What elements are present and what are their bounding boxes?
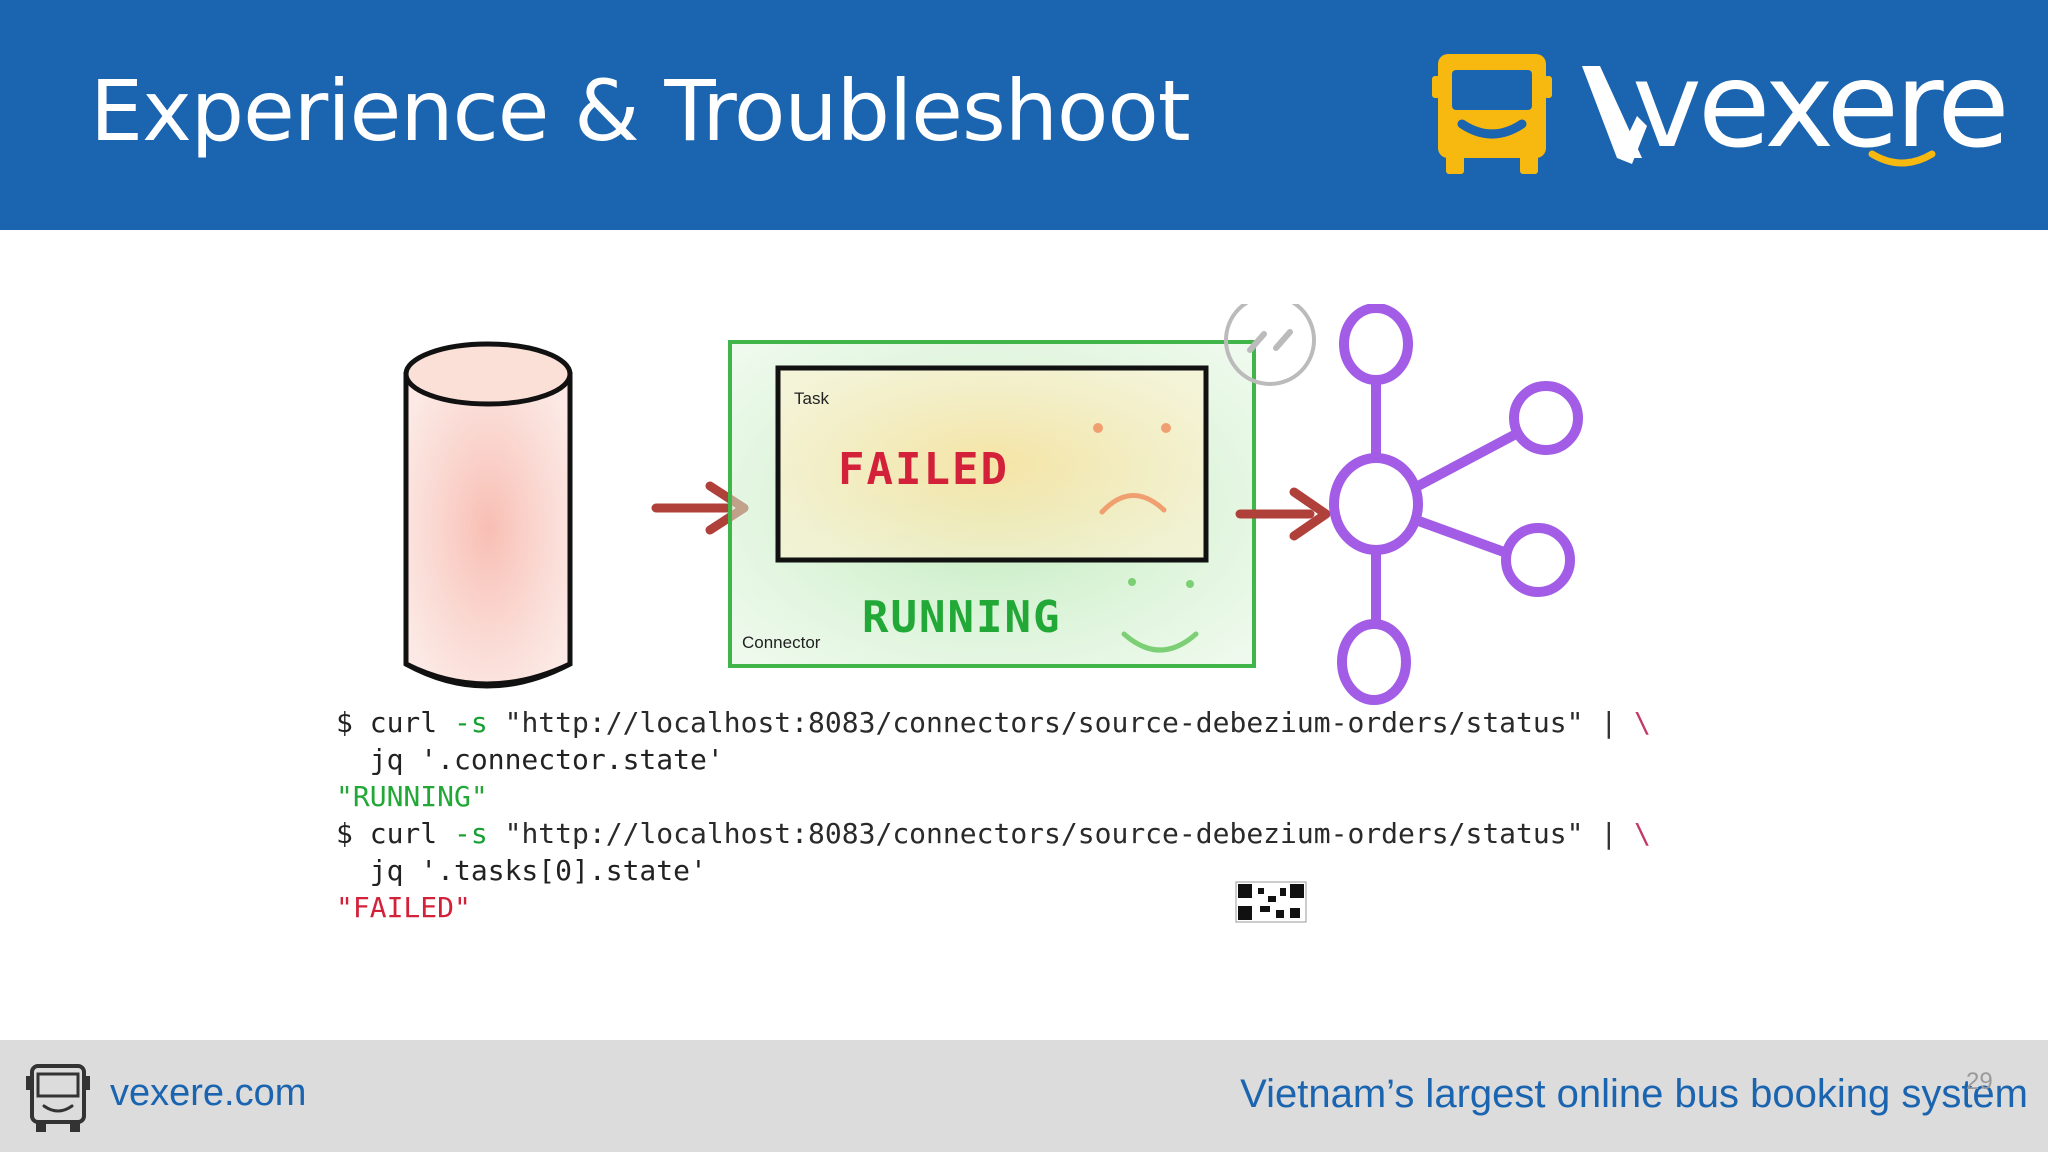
sad-face-icon — [1093, 423, 1171, 515]
task-box — [775, 365, 1209, 563]
code-line-6: "FAILED" — [336, 891, 471, 924]
terminal-code-block: $ curl -s "http://localhost:8083/connect… — [336, 704, 1651, 926]
code-line-3: "RUNNING" — [336, 780, 488, 813]
task-label: Task — [794, 389, 829, 408]
code-line-4: $ curl -s "http://localhost:8083/connect… — [336, 817, 1651, 850]
code-line-1: $ curl -s "http://localhost:8083/connect… — [336, 706, 1651, 739]
bus-logo-icon — [1432, 54, 1552, 174]
vexere-logo: vexere — [1432, 46, 2010, 174]
logo-wordmark: vexere — [1632, 46, 2006, 174]
kafka-connect-diagram: Task FAILED Connector RUNNING — [324, 294, 1648, 930]
code-line-2: jq '.connector.state' — [336, 743, 724, 776]
arrow-right-icon — [1235, 487, 1331, 541]
slide-header: Experience & Troubleshoot vexere — [0, 0, 2048, 230]
connector-state: RUNNING — [862, 592, 1061, 643]
code-line-5: jq '.tasks[0].state' — [336, 854, 707, 887]
page-number: 29 — [1966, 1068, 1993, 1095]
kafka-logo-icon — [1329, 303, 1583, 705]
task-state: FAILED — [838, 444, 1009, 495]
qr-code-icon — [1235, 881, 1307, 923]
footer-tagline: Vietnam’s largest online bus booking sys… — [1240, 1072, 2028, 1116]
smiley-face-icon — [1121, 578, 1199, 653]
bus-outline-icon — [26, 1064, 90, 1132]
slide-footer: vexere.com Vietnam’s largest online bus … — [0, 1040, 2048, 1152]
footer-site-link[interactable]: vexere.com — [110, 1072, 307, 1114]
connector-label: Connector — [742, 633, 821, 652]
slide-title: Experience & Troubleshoot — [90, 62, 1191, 160]
database-cylinder-icon — [403, 341, 573, 689]
